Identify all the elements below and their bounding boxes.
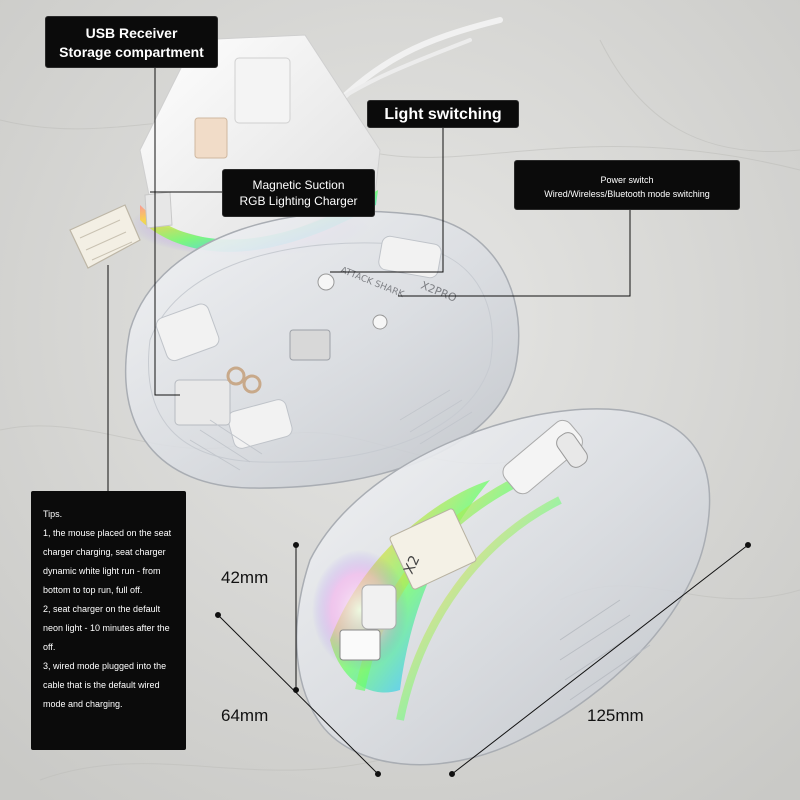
light-callout-label: Light switching <box>384 106 502 123</box>
width-dimension-label: 64mm <box>221 706 269 725</box>
usb-receiver <box>69 204 141 269</box>
light-leader-line <box>330 128 444 273</box>
power-callout-line2: Wired/Wireless/Bluetooth mode switching <box>544 189 710 199</box>
magnetic-callout-line1: Magnetic Suction <box>252 178 345 192</box>
mouse-bottom-view: ATTACK SHARK X2PRO <box>125 210 520 489</box>
leader-lines <box>107 68 631 491</box>
tips-item-3: 3, wired mode plugged into the cable tha… <box>43 661 167 709</box>
dimension-lines <box>215 542 751 777</box>
power-switch-callout: Power switch Wired/Wireless/Bluetooth mo… <box>514 160 740 210</box>
usb-receiver-callout: USB Receiver Storage compartment <box>45 16 218 68</box>
tips-panel: Tips. 1, the mouse placed on the seat ch… <box>31 491 186 750</box>
light-switching-callout: Light switching <box>367 100 519 128</box>
length-dimension-label: 125mm <box>587 706 644 725</box>
tips-item-2: 2, seat charger on the default neon ligh… <box>43 604 170 652</box>
width-dimension-line <box>217 614 379 775</box>
mouse-top-view: X2 <box>295 408 711 766</box>
magnetic-charger-callout: Magnetic Suction RGB Lighting Charger <box>222 169 375 217</box>
usb-callout-line2: Storage compartment <box>59 44 204 60</box>
usb-callout-line1: USB Receiver <box>85 25 178 41</box>
magnetic-callout-line2: RGB Lighting Charger <box>239 194 358 208</box>
tips-item-1: 1, the mouse placed on the seat charger … <box>43 528 172 595</box>
usb-leader-line <box>154 68 180 396</box>
height-dimension-label: 42mm <box>221 568 269 587</box>
power-callout-line1: Power switch <box>600 175 654 185</box>
power-leader-line <box>398 210 631 297</box>
length-dimension-line <box>451 544 749 775</box>
sticker-marking: X2 <box>401 553 423 577</box>
tips-heading: Tips. <box>43 509 63 519</box>
